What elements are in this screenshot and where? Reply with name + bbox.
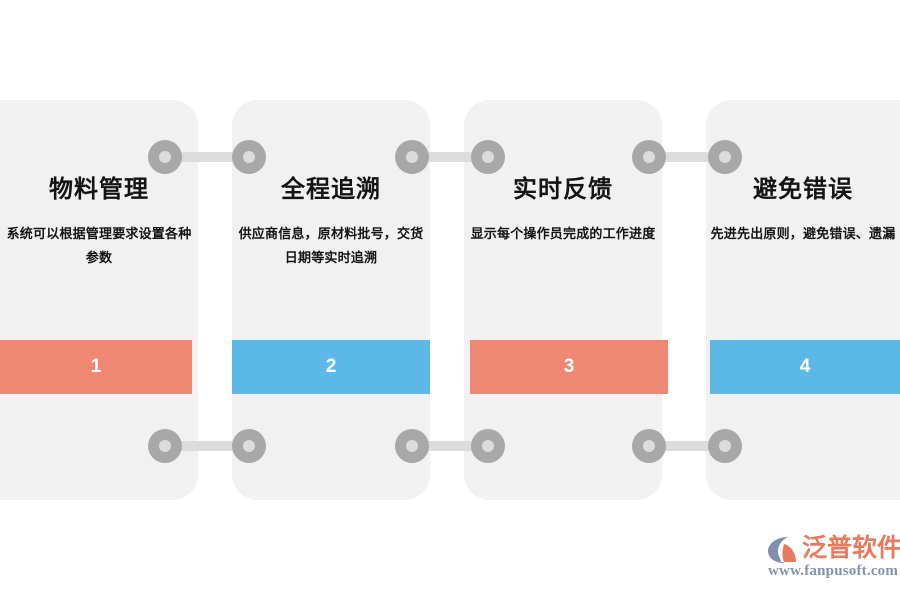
card-title-1: 物料管理 [49, 176, 149, 203]
connector-knob-right [232, 429, 266, 463]
connector-bar [409, 441, 491, 451]
connector-bar [646, 441, 728, 451]
connector-knob-left [148, 140, 182, 174]
step-number-badge-1: 1 [0, 340, 192, 394]
step-number-badge-2: 2 [232, 340, 430, 394]
process-card-2: 全程追溯 供应商信息，原材料批号，交货日期等实时追溯 [232, 100, 430, 500]
step-number-badge-4: 4 [710, 340, 900, 394]
connector-bar [162, 152, 252, 162]
card-description-3: 显示每个操作员完成的工作进度 [470, 226, 656, 241]
connector-bar [646, 152, 728, 162]
connector-knob-left [395, 140, 429, 174]
card-description-4: 先进先出原则，避免错误、遗漏 [710, 226, 896, 241]
connector-top-2-3-icon [395, 140, 505, 174]
card-title-4: 避免错误 [753, 176, 853, 203]
connector-bottom-2-3-icon [395, 429, 505, 463]
brand-logo: 泛普软件 www.fanpusoft.com [766, 533, 900, 583]
card-description-1: 系统可以根据管理要求设置各种参数 [6, 226, 192, 266]
connector-knob-left [632, 429, 666, 463]
fanpu-circle-arc-logo-icon [766, 535, 800, 565]
connector-top-3-4-icon [632, 140, 742, 174]
connector-bar [409, 152, 491, 162]
card-description-2: 供应商信息，原材料批号，交货日期等实时追溯 [238, 226, 424, 266]
connector-top-1-2-icon [148, 140, 266, 174]
connector-knob-right [471, 140, 505, 174]
step-number-label-2: 2 [325, 356, 337, 377]
connector-knob-right [708, 429, 742, 463]
connector-knob-right [708, 140, 742, 174]
step-number-label-3: 3 [563, 356, 575, 377]
step-number-badge-3: 3 [470, 340, 668, 394]
connector-knob-right [471, 429, 505, 463]
connector-bottom-3-4-icon [632, 429, 742, 463]
step-number-label-4: 4 [799, 356, 811, 377]
step-number-label-1: 1 [90, 356, 102, 377]
connector-knob-left [395, 429, 429, 463]
brand-name: 泛普软件 [802, 534, 900, 562]
connector-bottom-1-2-icon [148, 429, 266, 463]
connector-bar [162, 441, 252, 451]
connector-knob-left [632, 140, 666, 174]
card-title-2: 全程追溯 [281, 176, 381, 203]
card-title-3: 实时反馈 [513, 176, 613, 203]
brand-url: www.fanpusoft.com [768, 563, 899, 579]
connector-knob-left [148, 429, 182, 463]
connector-knob-right [232, 140, 266, 174]
